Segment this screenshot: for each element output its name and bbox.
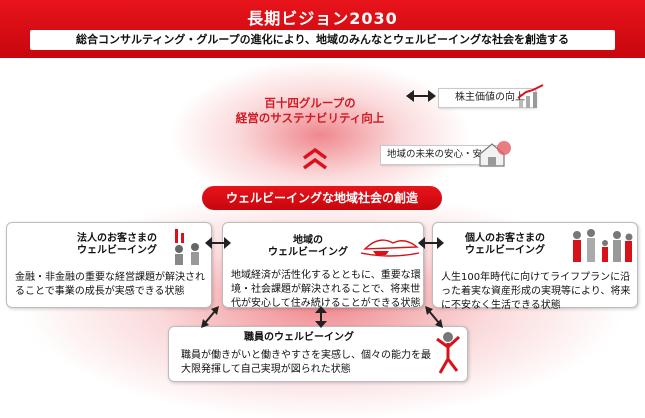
house-shield-icon <box>479 141 511 167</box>
staff-wellbeing-card: 職員のウェルビーイング 職員が働きがいと働きやすさを実感し、個々の能力を最大限発… <box>168 326 468 382</box>
individual-wellbeing-card: 個人のお客さまの ウェルビーイング 人生100年時代に向けてライフプランに沿った… <box>432 222 638 311</box>
business-people-icon <box>175 229 199 265</box>
goal-line-1: 百十四グループの <box>264 96 356 110</box>
double-arrow-icon <box>418 237 444 249</box>
chart-up-icon <box>517 84 544 108</box>
island-boat-icon <box>360 239 420 257</box>
individual-card-title: 個人のお客さまの ウェルビーイング <box>465 233 545 256</box>
shareholder-value-box: 株主価値の向上 <box>438 88 536 108</box>
staff-card-title: 職員のウェルビーイング <box>244 332 354 343</box>
diagonal-double-arrow-icon <box>425 306 443 328</box>
corporate-card-body: 金融・非金融の重要な経営課題が解決されることで事業の成長が実感できる状態 <box>15 272 205 297</box>
family-icon <box>573 229 633 262</box>
sustainability-goal: 百十四グループの 経営のサステナビリティ向上 <box>220 96 400 126</box>
vertical-double-arrow-icon <box>315 306 327 328</box>
vision-subtitle: 総合コンサルティング・グループの進化により、地域のみんなとウェルビーイングな社会… <box>30 30 615 50</box>
vision-title: 長期ビジョン2030 <box>247 9 398 28</box>
individual-card-body: 人生100年時代に向けてライフプランに沿った着実な資産形成の実現等により、将来に… <box>441 272 631 311</box>
jumping-staff-icon <box>436 332 461 374</box>
up-chevrons-icon <box>302 147 328 170</box>
wellbeing-society-pill: ウェルビーイングな地域社会の創造 <box>202 186 442 210</box>
double-arrow-icon <box>205 237 231 249</box>
region-card-body: 地域経済が活性化するとともに、重要な環境・社会課題が解決されることで、将来世代が… <box>231 270 421 309</box>
staff-card-body: 職員が働きがいと働きやすさを実感し、個々の能力を最大限発揮して自己実現が図られた… <box>181 350 431 375</box>
vision-banner: 長期ビジョン2030 総合コンサルティング・グループの進化により、地域のみんなと… <box>0 0 645 58</box>
diagonal-double-arrow-icon <box>201 306 219 328</box>
corporate-wellbeing-card: 法人のお客さまの ウェルビーイング 金融・非金融の重要な経営課題が解決されること… <box>6 222 212 308</box>
region-wellbeing-card: 地域の ウェルビーイング 地域経済が活性化するとともに、重要な環境・社会課題が解… <box>222 222 424 309</box>
double-arrow-icon <box>406 90 436 102</box>
goal-line-2: 経営のサステナビリティ向上 <box>235 111 385 125</box>
top-glow <box>170 60 470 210</box>
corporate-card-title: 法人のお客さまの ウェルビーイング <box>77 233 157 256</box>
region-card-title: 地域の ウェルビーイング <box>268 235 348 258</box>
